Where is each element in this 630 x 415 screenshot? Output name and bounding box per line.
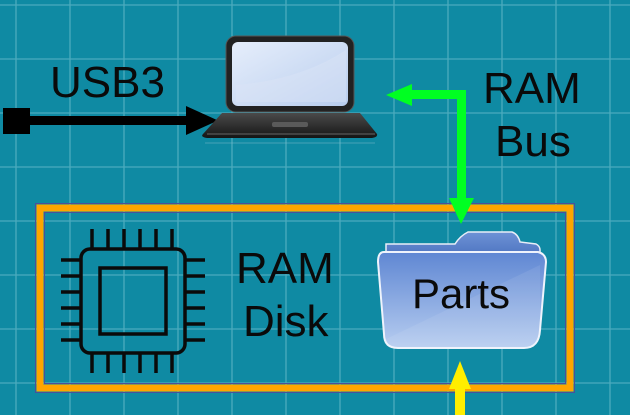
- cpu-chip-icon[interactable]: [61, 229, 205, 373]
- ram-bus-arrowhead-down: [449, 198, 474, 224]
- ram-disk-label-line1: RAM: [236, 244, 334, 293]
- ram-bus-horizontal: [410, 90, 466, 99]
- input-arrow-shaft: [455, 387, 465, 415]
- laptop-icon[interactable]: [202, 35, 378, 144]
- input-arrow[interactable]: [449, 361, 471, 415]
- usb3-arrowhead: [186, 106, 218, 135]
- usb3-line: [28, 116, 188, 125]
- ram-bus-vertical: [457, 90, 466, 200]
- usb3-source-terminal: [3, 108, 30, 134]
- ram-disk-label-line2: Disk: [243, 297, 330, 346]
- ram-disk-box[interactable]: [35, 203, 575, 393]
- ram-bus-connection[interactable]: [386, 84, 474, 224]
- ram-bus-label-line1: RAM: [483, 64, 581, 113]
- ram-bus-label-line2: Bus: [495, 117, 571, 166]
- ram-bus-arrowhead-left: [386, 84, 412, 106]
- input-arrowhead: [449, 361, 471, 389]
- usb3-connection[interactable]: [3, 106, 218, 135]
- folder-icon[interactable]: Parts: [376, 231, 548, 349]
- usb3-label: USB3: [50, 58, 165, 107]
- folder-label: Parts: [412, 270, 510, 317]
